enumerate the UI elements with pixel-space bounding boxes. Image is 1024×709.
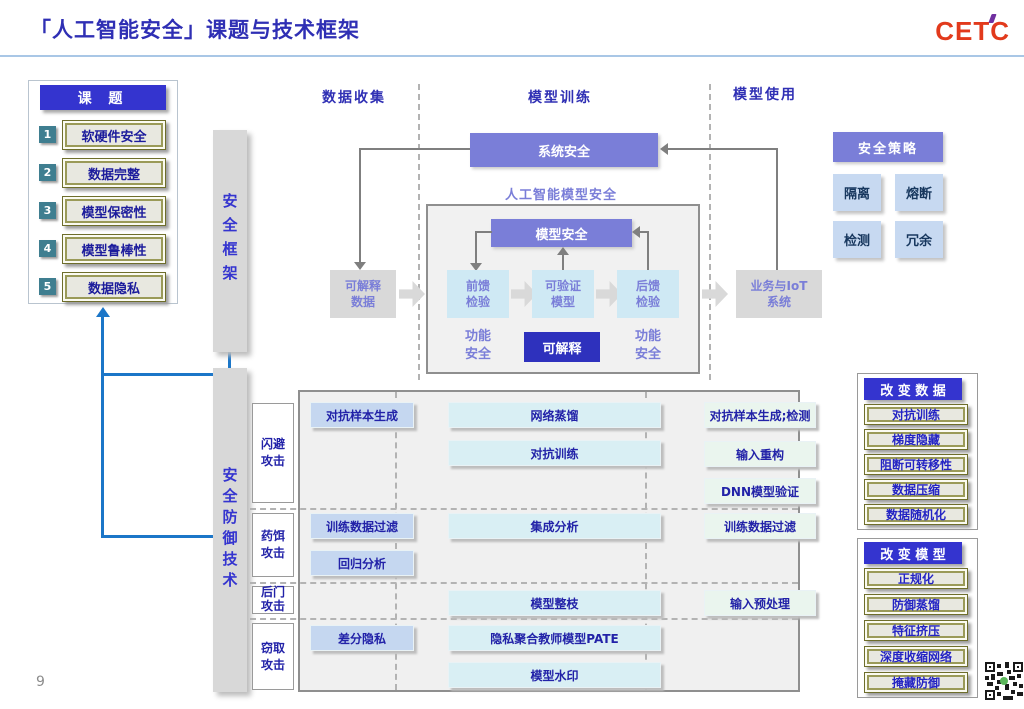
connector-feedback-horizontal: [668, 148, 778, 150]
arrowhead-left-icon: [660, 143, 668, 155]
blue-connector-to-framework: [101, 373, 231, 376]
defense-separator-h3: [250, 618, 798, 620]
model-security-box: 模型安全: [491, 219, 632, 247]
attack-poison-box: 药饵攻击: [252, 513, 294, 577]
connector-feedback-vertical: [776, 148, 778, 272]
explainable-box: 可解释: [524, 332, 600, 362]
ai-model-security-label: 人工智能模型安全: [505, 188, 618, 203]
topic-badge-5: 5: [39, 278, 56, 295]
attack-evasion-box: 闪避攻击: [252, 403, 294, 503]
phase-model-train: 模型训练: [528, 90, 592, 106]
topic-item-2: 数据完整: [62, 158, 166, 188]
feedforward-check-box: 前馈检验: [447, 270, 509, 318]
phase-model-use: 模型使用: [733, 87, 797, 103]
defense-separator-v1: [395, 392, 397, 690]
defense-pate: 隐私聚合教师模型PATE: [448, 625, 661, 651]
defense-separator-v2: [645, 392, 647, 690]
cd-data-compression: 数据压缩: [864, 479, 968, 500]
topic-badge-3: 3: [39, 202, 56, 219]
inner-arrow-right-h: [640, 231, 649, 233]
defense-separator-h2: [250, 582, 798, 584]
topic-badge-1: 1: [39, 126, 56, 143]
defense-network-distillation: 网络蒸馏: [448, 402, 661, 428]
cd-gradient-hiding: 梯度隐藏: [864, 429, 968, 450]
feedback-check-box: 后馈检验: [617, 270, 679, 318]
strategy-detect-box: 检测: [833, 221, 881, 258]
topic-item-3: 模型保密性: [62, 196, 166, 226]
security-framework-bar: 安全框架: [213, 130, 247, 352]
defense-ensemble-analysis: 集成分析: [448, 513, 661, 539]
blue-connector-to-defense: [101, 535, 214, 538]
security-defense-bar: 安全防御技术: [213, 368, 247, 692]
topic-badge-4: 4: [39, 240, 56, 257]
attack-backdoor-box: 后门攻击: [252, 585, 294, 614]
defense-input-preprocess: 输入预处理: [704, 590, 816, 616]
change-data-header: 改 变 数 据: [864, 378, 962, 400]
cd-data-randomization: 数据随机化: [864, 504, 968, 525]
defense-train-data-filter-left: 训练数据过滤: [310, 513, 414, 539]
cd-adversarial-training: 对抗训练: [864, 404, 968, 425]
flow-arrow-icon-4: [702, 281, 728, 307]
cm-defensive-distillation: 防御蒸馏: [864, 594, 968, 615]
inner-arrow-left-h: [476, 231, 492, 233]
topic-item-5: 数据隐私: [62, 272, 166, 302]
connector-system-down: [359, 148, 361, 262]
defense-adv-sample-detect: 对抗样本生成;检测: [704, 402, 816, 428]
defense-regression-analysis: 回归分析: [310, 550, 414, 576]
change-model-header: 改 变 模 型: [864, 542, 962, 564]
inner-arrow-left-v: [475, 231, 477, 264]
blue-connector-framework-stub: [228, 352, 231, 376]
change-model-panel: [857, 538, 978, 698]
phase-separator-2: [709, 84, 711, 380]
connector-system-left: [360, 148, 470, 150]
verifiable-model-box: 可验证模型: [532, 270, 594, 318]
inner-arrowhead-up-icon: [557, 247, 569, 255]
topics-panel: [28, 80, 178, 304]
defense-input-reconstruction: 输入重构: [704, 441, 816, 467]
cm-regularization: 正规化: [864, 568, 968, 589]
inner-arrowhead-down-icon: [470, 263, 482, 271]
system-security-box: 系统安全: [470, 133, 658, 167]
topic-item-1: 软硬件安全: [62, 120, 166, 150]
blue-arrowhead-up-icon: [96, 307, 110, 317]
inner-arrowhead-left-icon: [632, 226, 640, 238]
inner-arrow-right-v: [647, 231, 649, 271]
page-title: 「人工智能安全」课题与技术框架: [30, 18, 360, 42]
explainable-data-box: 可解释数据: [330, 270, 396, 318]
defense-dnn-verification: DNN模型验证: [704, 478, 816, 504]
topic-badge-2: 2: [39, 164, 56, 181]
security-strategy-header: 安全策略: [833, 132, 943, 162]
defense-train-data-filter-right: 训练数据过滤: [704, 513, 816, 539]
defense-adversarial-training: 对抗训练: [448, 440, 661, 466]
cm-feature-squeezing: 特征挤压: [864, 620, 968, 641]
topics-header: 课 题: [40, 85, 166, 110]
defense-model-watermark: 模型水印: [448, 662, 661, 688]
page-number: 9: [36, 674, 45, 690]
functional-safety-left: 功能安全: [464, 329, 491, 362]
defense-adv-sample-gen: 对抗样本生成: [310, 402, 414, 428]
cm-deep-contractive-network: 深度收缩网络: [864, 646, 968, 667]
blue-connector-vertical: [101, 316, 104, 538]
defense-separator-h1: [250, 508, 798, 510]
strategy-isolate-box: 隔离: [833, 174, 881, 211]
defense-differential-privacy: 差分隐私: [310, 625, 414, 651]
strategy-fuse-box: 熔断: [895, 174, 943, 211]
cetc-logo-text: CETC: [935, 16, 1010, 46]
strategy-redundancy-box: 冗余: [895, 221, 943, 258]
cd-block-transferability: 阻断可转移性: [864, 454, 968, 475]
phase-separator-1: [418, 84, 420, 380]
topic-item-4: 模型鲁棒性: [62, 234, 166, 264]
title-underline: [0, 55, 1024, 57]
cetc-logo: CETC: [935, 14, 1010, 47]
arrowhead-down-icon: [354, 262, 366, 270]
cm-masking-defense: 掩藏防御: [864, 672, 968, 693]
attack-steal-box: 窃取攻击: [252, 623, 294, 690]
inner-arrow-center-v: [562, 254, 564, 271]
functional-safety-right: 功能安全: [634, 329, 661, 362]
flow-arrow-icon-1: [399, 281, 425, 307]
qr-code: [985, 662, 1023, 700]
defense-model-pruning: 模型整枝: [448, 590, 661, 616]
phase-data-collect: 数据收集: [322, 90, 386, 106]
